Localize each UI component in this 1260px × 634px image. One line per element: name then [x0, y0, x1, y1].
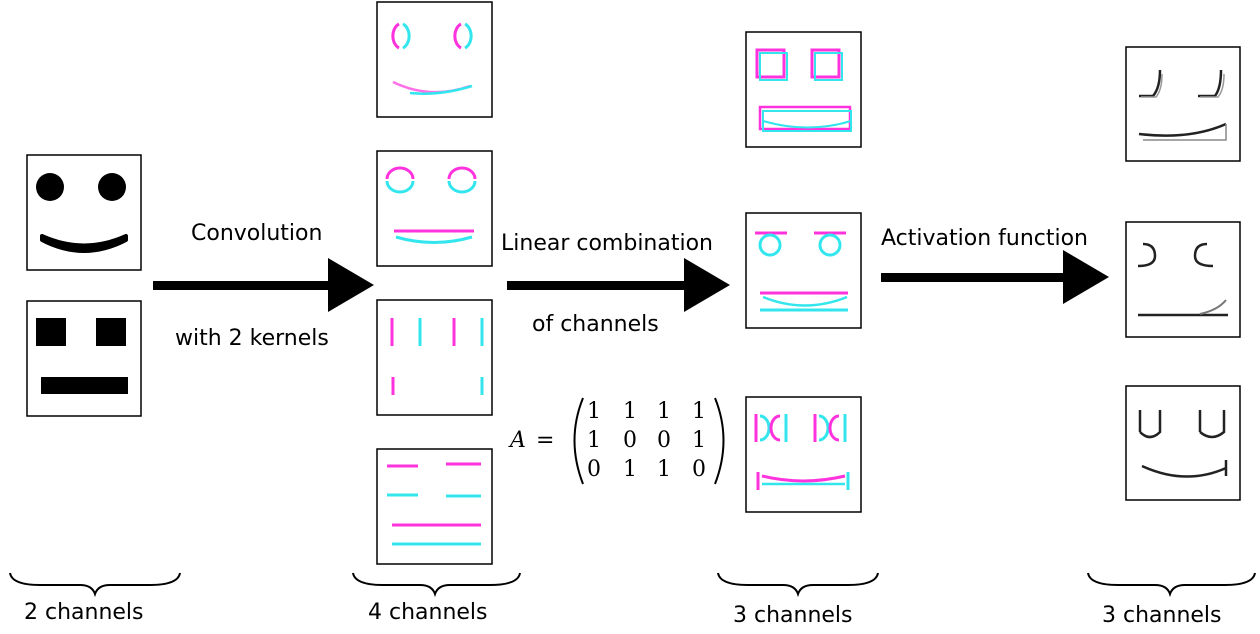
matrix-cell: 0 — [692, 457, 706, 482]
brace-col4 — [1087, 572, 1256, 598]
matrix-cell: 1 — [623, 457, 637, 482]
combined-channel-1 — [745, 31, 862, 148]
matrix-cell: 1 — [657, 399, 671, 424]
matrix-symbol: A — [510, 428, 526, 453]
combined-channel-3 — [745, 396, 862, 513]
input-square-channel — [26, 300, 142, 417]
matrix-cell: 1 — [692, 399, 706, 424]
brace-col3 — [717, 572, 879, 598]
activation-function-label: Activation function — [881, 226, 1089, 251]
conv-channel-1 — [376, 1, 493, 118]
linear-combination-arrow — [507, 258, 730, 312]
caption-conv-channels: 4 channels — [368, 600, 488, 625]
activated-channel-2 — [1125, 221, 1241, 338]
matrix-cell: 0 — [587, 457, 601, 482]
matrix-cell: 0 — [657, 428, 671, 453]
matrix-cell: 1 — [587, 399, 601, 424]
of-channels-label: of channels — [532, 312, 659, 337]
combined-channel-2 — [745, 212, 862, 329]
convolution-arrow — [153, 258, 374, 312]
matrix-cell: 1 — [623, 399, 637, 424]
matrix-cell: 1 — [692, 428, 706, 453]
convolution-label: Convolution — [191, 221, 323, 246]
matrix-equals: = — [536, 428, 555, 453]
conv-channel-2 — [376, 150, 493, 267]
activated-channel-3 — [1125, 385, 1241, 501]
matrix-cell: 0 — [623, 428, 637, 453]
linear-combination-label: Linear combination — [501, 231, 713, 256]
caption-input-channels: 2 channels — [24, 600, 144, 625]
caption-combined-channels: 3 channels — [733, 603, 853, 628]
input-face-channel — [26, 154, 142, 271]
activation-arrow — [881, 250, 1109, 304]
matrix-cell: 1 — [587, 428, 601, 453]
kernels-label: with 2 kernels — [175, 326, 329, 351]
conv-channel-3 — [376, 299, 493, 416]
matrix-cell: 1 — [657, 457, 671, 482]
conv-channel-4 — [376, 448, 493, 565]
matrix-parens — [573, 397, 725, 485]
brace-col1 — [9, 572, 181, 598]
brace-col2 — [352, 572, 521, 598]
activated-channel-1 — [1125, 46, 1241, 162]
caption-activated-channels: 3 channels — [1102, 603, 1222, 628]
